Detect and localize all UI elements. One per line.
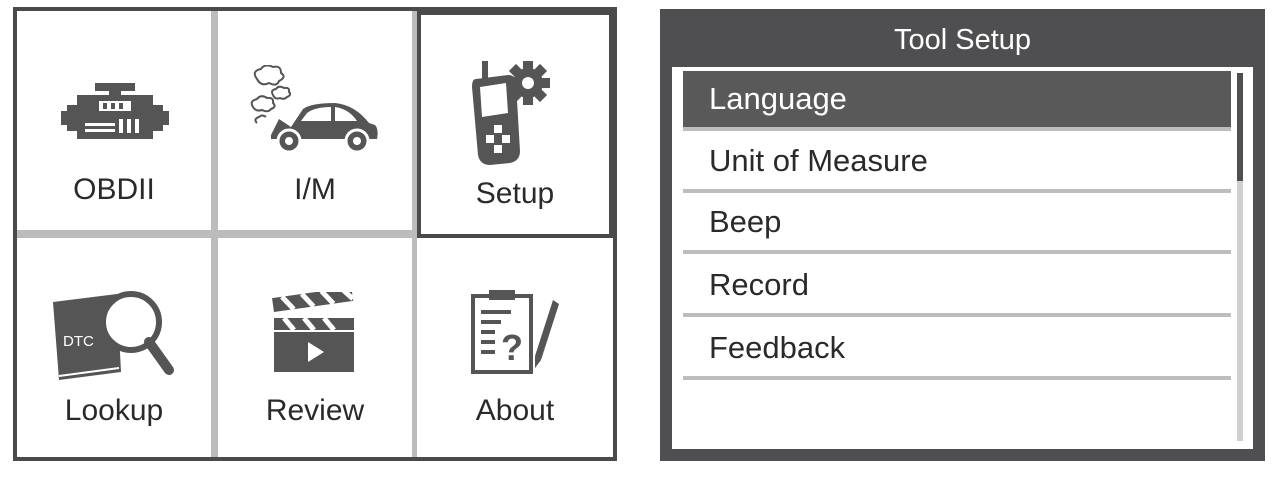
tile-label: Lookup	[64, 394, 164, 427]
tile-label: Setup	[475, 177, 555, 210]
menu-item-unit-of-measure[interactable]: Unit of Measure	[683, 133, 1231, 193]
scan-tool-gear-icon	[472, 61, 550, 165]
dtc-text: DTC	[63, 333, 94, 350]
tile-label: OBDII	[73, 173, 155, 206]
tool-setup-panel: Tool Setup Language Unit of Measure Beep…	[660, 9, 1265, 461]
scrollbar[interactable]	[1237, 73, 1243, 441]
menu-item-label: Beep	[709, 204, 782, 239]
menu-item-language[interactable]: Language	[683, 71, 1231, 131]
setup-menu-list: Language Unit of Measure Beep Record Fee…	[672, 67, 1253, 449]
tile-label: I/M	[294, 173, 336, 206]
car-emissions-icon	[250, 65, 378, 154]
menu-item-label: Record	[709, 267, 809, 302]
menu-item-beep[interactable]: Beep	[683, 194, 1231, 254]
engine-icon	[61, 83, 169, 139]
tile-about[interactable]: ? About	[417, 238, 613, 457]
tile-obdii[interactable]: OBDII	[17, 11, 211, 230]
tile-label: Review	[265, 394, 365, 427]
menu-item-record[interactable]: Record	[683, 257, 1231, 317]
scrollbar-thumb[interactable]	[1237, 73, 1243, 181]
tile-review[interactable]: Review	[218, 238, 412, 457]
menu-item-label: Unit of Measure	[709, 143, 928, 178]
tile-label: About	[475, 394, 555, 427]
clapperboard-play-icon	[272, 292, 355, 372]
tile-lookup[interactable]: DTC Lookup	[17, 238, 211, 457]
menu-item-feedback[interactable]: Feedback	[683, 320, 1231, 380]
dtc-book-magnifier-icon: DTC	[53, 291, 174, 380]
menu-item-label: Language	[709, 81, 847, 116]
main-menu-grid: OBDII I/M	[13, 7, 617, 461]
panel-title: Tool Setup	[893, 24, 1032, 56]
svg-text:?: ?	[501, 327, 523, 368]
tile-setup[interactable]: Setup	[417, 11, 613, 238]
tile-im[interactable]: I/M	[218, 11, 412, 230]
clipboard-question-pen-icon: ?	[471, 290, 559, 374]
menu-item-label: Feedback	[709, 330, 846, 365]
